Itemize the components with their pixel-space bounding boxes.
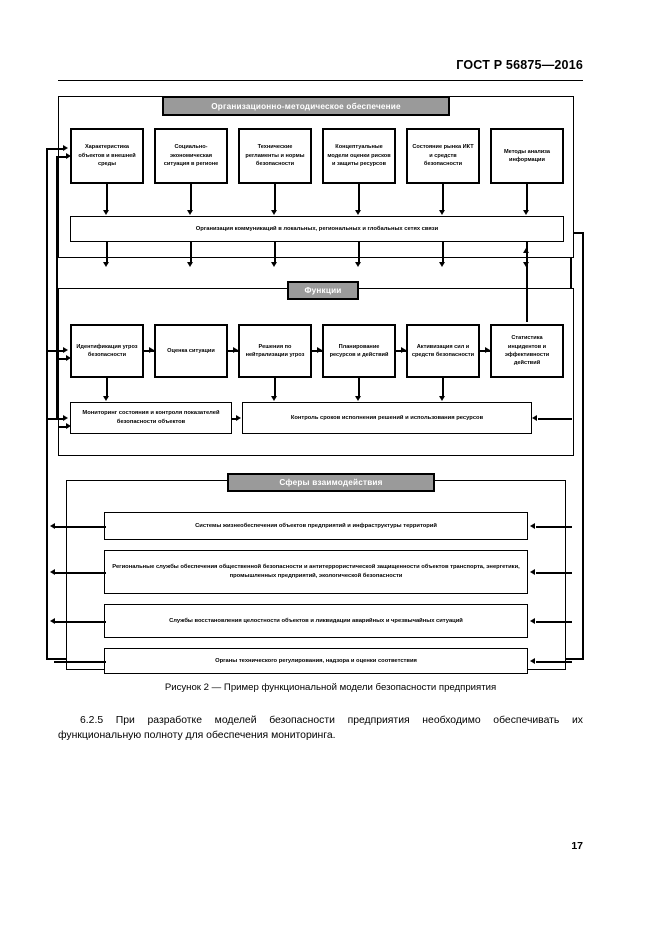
box-technical-regulations[interactable]: Технические регламенты и нормы безопасно…	[238, 128, 312, 184]
feedback-arrow-top-row-2	[66, 153, 71, 159]
sphere-in-4	[536, 661, 572, 664]
bar-technical-regulation-bodies[interactable]: Органы технического регулирования, надзо…	[104, 648, 528, 674]
bar-restoration-services[interactable]: Службы восстановления целостности объект…	[104, 604, 528, 638]
bar-life-support-systems[interactable]: Системы жизнеобеспечения объектов предпр…	[104, 512, 528, 540]
sphere-in-2	[536, 572, 572, 575]
sphere-out-arrow-3	[50, 618, 55, 624]
fn-drop-arrow-4	[439, 396, 445, 401]
sphere-out-2	[54, 572, 106, 575]
sphere-in-1	[536, 526, 572, 529]
sphere-in-arrow-1	[530, 523, 535, 529]
bar-monitoring-security-indicators[interactable]: Мониторинг состояния и контроля показате…	[70, 402, 232, 434]
fn-drop-arrow-2	[271, 396, 277, 401]
box-ict-market-state[interactable]: Состояние рынка ИКТ и средств безопаснос…	[406, 128, 480, 184]
sphere-in-arrow-2	[530, 569, 535, 575]
stat-up-arrow	[523, 248, 529, 253]
link-down-arrow-4	[355, 262, 361, 267]
link-down-5	[442, 242, 445, 264]
sphere-out-arrow-2	[50, 569, 55, 575]
box-conceptual-risk-models[interactable]: Концептуальные модели оценки рисков и за…	[322, 128, 396, 184]
sphere-in-3	[536, 621, 572, 624]
bar-control-of-decisions[interactable]: Контроль сроков исполнения решений и исп…	[242, 402, 532, 434]
feedback-arrow-functions	[63, 347, 68, 353]
fn-drop-2	[274, 378, 277, 398]
link-down-arrow-1	[103, 262, 109, 267]
box-activation-of-forces[interactable]: Активизация сил и средств безопасности	[406, 324, 480, 378]
feedback-into-monitoring-2	[58, 426, 68, 429]
drop-line-5	[442, 184, 445, 212]
sphere-out-arrow-1	[50, 523, 55, 529]
box-object-characteristics[interactable]: Характеристика объектов и внешней среды	[70, 128, 144, 184]
box-incident-statistics[interactable]: Статистика инцидентов и эффективности де…	[490, 324, 564, 378]
feedback-into-top-row	[48, 148, 64, 151]
page-number: 17	[571, 840, 583, 852]
feedback-arrow-monitoring	[63, 415, 68, 421]
drop-arrow-4	[355, 210, 361, 215]
sphere-out-4	[54, 661, 106, 664]
chain-arrow-1	[149, 347, 154, 353]
drop-line-1	[106, 184, 109, 212]
drop-line-2	[190, 184, 193, 212]
section-title-organizational-support: Организационно-методическое обеспечение	[162, 96, 450, 116]
drop-line-3	[274, 184, 277, 212]
figure-functional-security-model: Организационно-методическое обеспечение …	[46, 92, 586, 680]
chain-arrow-2	[233, 347, 238, 353]
sphere-out-3	[54, 621, 106, 624]
return-bus-right-outer	[582, 232, 585, 660]
drop-arrow-5	[439, 210, 445, 215]
sphere-in-arrow-4	[530, 658, 535, 664]
box-resource-action-planning[interactable]: Планирование ресурсов и действий	[322, 324, 396, 378]
header-rule	[58, 80, 583, 81]
feedback-arrow-functions-2	[66, 355, 71, 361]
fn-drop-arrow-3	[355, 396, 361, 401]
return-into-control-bar	[538, 418, 572, 421]
link-down-1	[106, 242, 109, 264]
box-situation-assessment[interactable]: Оценка ситуации	[154, 324, 228, 378]
feedback-arrow-monitoring-2	[66, 423, 71, 429]
box-socioeconomic-situation[interactable]: Социально-экономическая ситуация в регио…	[154, 128, 228, 184]
feedback-bus-inner-vertical	[56, 156, 59, 420]
box-threat-identification[interactable]: Идентификация угроз безопасности	[70, 324, 144, 378]
feedback-into-top-row-2	[58, 156, 68, 159]
bar-regional-security-services[interactable]: Региональные службы обеспечения обществе…	[104, 550, 528, 594]
link-down-arrow-5	[439, 262, 445, 267]
fn-drop-arrow-1	[103, 396, 109, 401]
body-paragraph: 6.2.5 При разработке моделей безопасност…	[58, 715, 583, 741]
fn-drop-4	[442, 378, 445, 398]
section-title-interaction-spheres: Сферы взаимодействия	[227, 473, 435, 492]
feedback-into-functions	[48, 350, 64, 353]
feedback-into-monitoring	[48, 418, 64, 421]
link-down-3	[274, 242, 277, 264]
chain-arrow-3	[317, 347, 322, 353]
link-down-4	[358, 242, 361, 264]
bars-link-arrow	[236, 415, 241, 421]
sphere-out-1	[54, 526, 106, 529]
stat-up-line	[526, 252, 529, 322]
feedback-into-functions-2	[58, 358, 68, 361]
box-information-analysis-methods[interactable]: Методы анализа информации	[490, 128, 564, 184]
figure-caption: Рисунок 2 — Пример функциональной модели…	[164, 682, 497, 693]
bar-network-communications[interactable]: Организация коммуникаций в локальных, ре…	[70, 216, 564, 242]
bars-link	[232, 418, 238, 421]
fn-drop-3	[358, 378, 361, 398]
link-down-arrow-3	[271, 262, 277, 267]
drop-arrow-1	[103, 210, 109, 215]
feedback-arrow-top-row	[63, 145, 68, 151]
standard-header: ГОСТ Р 56875—2016	[456, 58, 583, 72]
feedback-bus-outer-vertical	[46, 148, 49, 660]
drop-arrow-2	[187, 210, 193, 215]
fn-drop-1	[106, 378, 109, 398]
sphere-in-arrow-3	[530, 618, 535, 624]
chain-arrow-5	[485, 347, 490, 353]
drop-line-4	[358, 184, 361, 212]
box-threat-neutralization-decisions[interactable]: Решения по нейтрализации угроз	[238, 324, 312, 378]
drop-line-6	[526, 184, 529, 212]
link-down-2	[190, 242, 193, 264]
drop-arrow-3	[271, 210, 277, 215]
return-arrow-control-bar	[532, 415, 537, 421]
section-title-functions: Функции	[287, 281, 359, 300]
link-down-arrow-2	[187, 262, 193, 267]
chain-arrow-4	[401, 347, 406, 353]
drop-arrow-6	[523, 210, 529, 215]
